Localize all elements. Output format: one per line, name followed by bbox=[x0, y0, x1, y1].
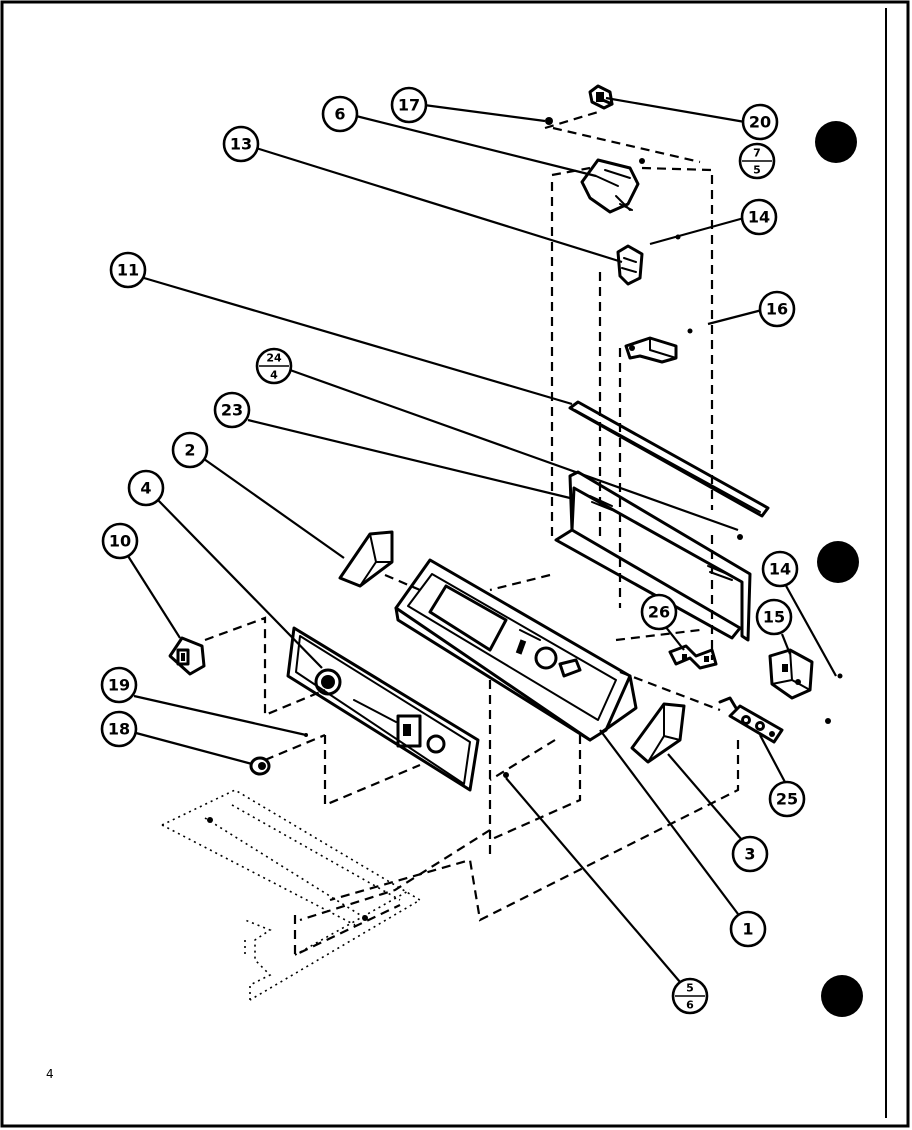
part-18-button bbox=[249, 756, 271, 776]
callout-11: 11 bbox=[109, 251, 147, 289]
assembly-guide-lines bbox=[204, 110, 740, 922]
callout-7-over-5: 7 5 bbox=[738, 142, 776, 180]
callout-3: 3 bbox=[731, 835, 769, 873]
svg-text:1: 1 bbox=[742, 920, 753, 939]
svg-text:11: 11 bbox=[117, 261, 139, 280]
part-17-screw bbox=[545, 117, 553, 125]
part-26-harness-clip bbox=[668, 644, 718, 670]
part-16-bracket bbox=[624, 328, 693, 364]
callout-2: 2 bbox=[171, 431, 209, 469]
svg-text:4: 4 bbox=[140, 479, 151, 498]
svg-text:2: 2 bbox=[184, 441, 195, 460]
callout-24-over-4: 24 4 bbox=[255, 347, 293, 385]
callout-23: 23 bbox=[213, 391, 251, 429]
svg-text:16: 16 bbox=[766, 300, 788, 319]
callout-19: 19 bbox=[100, 666, 138, 704]
callout-4: 4 bbox=[127, 469, 165, 507]
binder-hole-bottom bbox=[821, 975, 863, 1017]
part-6-timer bbox=[580, 158, 645, 214]
part-3-right-end-cap bbox=[630, 702, 686, 764]
page-mark: 4 bbox=[46, 1067, 54, 1081]
svg-text:3: 3 bbox=[744, 845, 755, 864]
callout-6: 6 bbox=[321, 95, 359, 133]
svg-text:14: 14 bbox=[769, 560, 791, 579]
callout-18: 18 bbox=[100, 710, 138, 748]
callout-15: 15 bbox=[755, 598, 793, 636]
part-1-console bbox=[394, 558, 638, 742]
svg-text:6: 6 bbox=[334, 105, 345, 124]
callout-25: 25 bbox=[768, 780, 806, 818]
svg-text:6: 6 bbox=[686, 999, 694, 1012]
part-2-left-end-cap bbox=[338, 530, 394, 588]
svg-text:15: 15 bbox=[763, 608, 785, 627]
callout-16: 16 bbox=[758, 290, 796, 328]
svg-text:20: 20 bbox=[749, 113, 771, 132]
svg-text:14: 14 bbox=[748, 208, 770, 227]
cabinet-top-outline bbox=[161, 789, 422, 1001]
svg-text:7: 7 bbox=[753, 147, 761, 160]
callout-10: 10 bbox=[101, 522, 139, 560]
callout-14-lower: 14 bbox=[761, 550, 799, 588]
svg-text:13: 13 bbox=[230, 135, 252, 154]
svg-text:10: 10 bbox=[109, 532, 131, 551]
callout-13: 13 bbox=[222, 125, 260, 163]
svg-text:25: 25 bbox=[776, 790, 798, 809]
part-13-clip bbox=[616, 234, 681, 286]
svg-text:26: 26 bbox=[648, 603, 670, 622]
svg-text:19: 19 bbox=[108, 676, 130, 695]
callout-5-over-6: 5 6 bbox=[671, 977, 709, 1015]
leader-lines bbox=[127, 96, 837, 983]
part-11-trim-strip bbox=[568, 400, 770, 518]
svg-text:4: 4 bbox=[270, 369, 278, 382]
svg-text:18: 18 bbox=[108, 720, 130, 739]
svg-text:5: 5 bbox=[753, 164, 761, 177]
part-4-control-panel bbox=[286, 626, 480, 792]
part-20-switch bbox=[588, 84, 614, 110]
callout-14-upper: 14 bbox=[740, 198, 778, 236]
part-25-bracket bbox=[718, 696, 831, 744]
svg-text:17: 17 bbox=[398, 96, 420, 115]
svg-text:24: 24 bbox=[266, 352, 282, 365]
svg-text:5: 5 bbox=[686, 982, 694, 995]
binder-hole-middle bbox=[817, 541, 859, 583]
callout-17: 17 bbox=[390, 86, 428, 124]
callout-1: 1 bbox=[729, 910, 767, 948]
svg-text:23: 23 bbox=[221, 401, 243, 420]
callout-20: 20 bbox=[741, 103, 779, 141]
part-15-switch bbox=[768, 648, 843, 700]
part-10-knob bbox=[168, 636, 206, 676]
binder-hole-top bbox=[815, 121, 857, 163]
callout-26: 26 bbox=[640, 593, 678, 631]
screw-5-6 bbox=[503, 772, 509, 778]
